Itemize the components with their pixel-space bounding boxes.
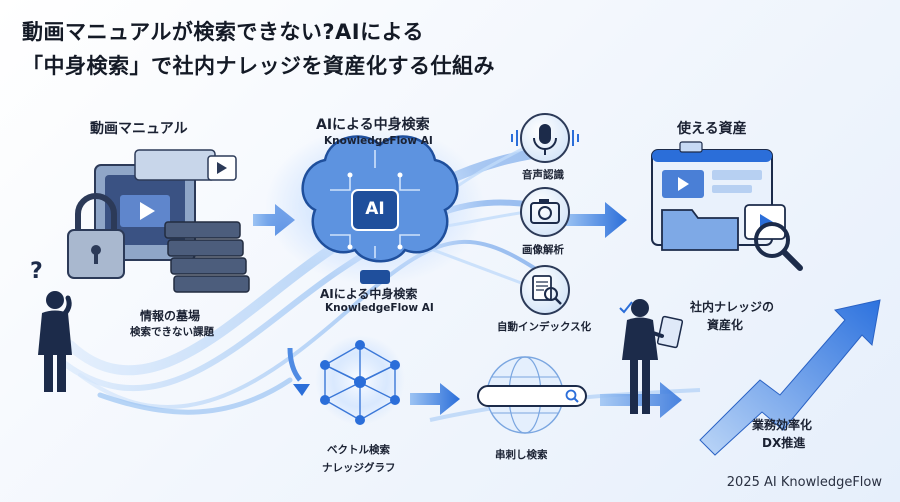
asset-library-icon	[651, 141, 803, 271]
left-caption-line2: 検索できない課題	[130, 326, 214, 338]
page-title-line2: 「中身検索」で社内ナレッジを資産化する仕組み	[22, 54, 495, 78]
search-label: 串刺し検索	[495, 449, 548, 461]
feature-label-index: 自動インデックス化	[497, 321, 592, 333]
graph-label-line1: ベクトル検索	[327, 444, 390, 456]
businesswoman-icon	[619, 299, 684, 414]
knowledge-graph-icon	[315, 335, 405, 425]
left-caption-line1: 情報の墓場	[140, 309, 201, 323]
growth-arrow-icon	[699, 299, 881, 456]
ai-brain-icon	[265, 125, 485, 285]
result-line2: DX推進	[762, 436, 806, 450]
locked-video-archive-icon	[67, 149, 250, 293]
page-title-line1: 動画マニュアルが検索できない?AIによる	[22, 20, 424, 44]
feature-label-voice: 音声認識	[522, 169, 564, 181]
right-section-heading: 使える資産	[677, 121, 747, 137]
confused-person-icon: ?	[30, 259, 72, 392]
feature-label-image: 画像解析	[522, 244, 564, 256]
result-line1: 業務効率化	[752, 418, 813, 432]
camera-icon	[520, 187, 570, 237]
ai-chip-label: AI	[365, 199, 385, 219]
svg-text:?: ?	[30, 259, 43, 284]
center-heading-line1: AIによる中身検索	[316, 117, 430, 133]
document-magnifier-icon	[520, 265, 570, 315]
right-caption-line2: 資産化	[707, 318, 744, 332]
right-caption-line1: 社内ナレッジの	[690, 300, 775, 314]
graph-label-line2: ナレッジグラフ	[322, 462, 396, 474]
center-heading-line2: KnowledgeFlow AI	[324, 135, 433, 147]
globe-search-icon	[477, 356, 587, 434]
footer-credit: 2025 AI KnowledgeFlow	[726, 475, 882, 490]
microphone-icon	[511, 113, 579, 163]
left-section-heading: 動画マニュアル	[90, 121, 188, 137]
center-caption-line2: KnowledgeFlow AI	[325, 302, 434, 314]
center-caption-line1: AIによる中身検索	[320, 287, 418, 301]
